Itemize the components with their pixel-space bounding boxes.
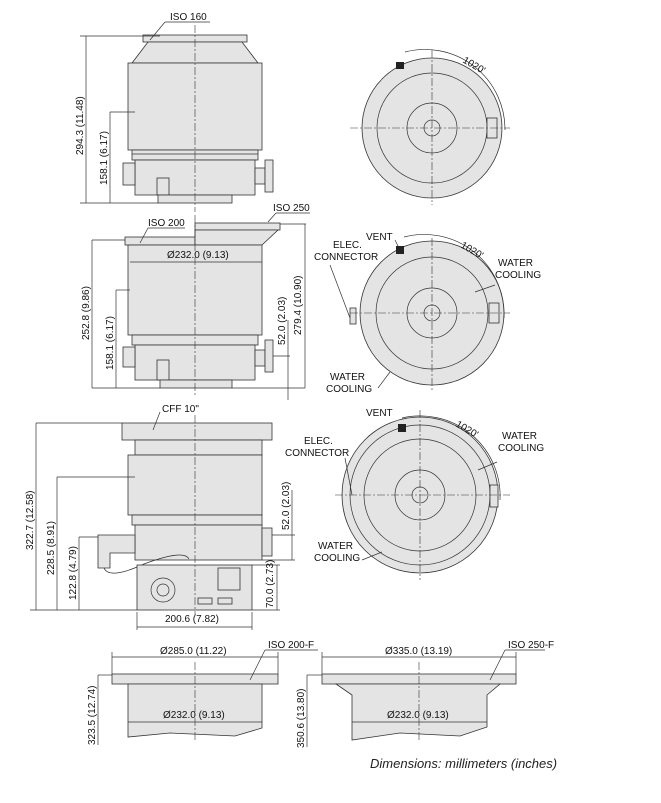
dimension-label: 52.0 (2.03) — [277, 297, 288, 345]
dimension-label: 158.1 (6.17) — [99, 131, 110, 185]
flange-label: ISO 250-F — [508, 640, 554, 651]
elec-connector-label: CONNECTOR — [285, 448, 349, 459]
dimension-label: 200.6 (7.82) — [165, 614, 219, 625]
dimension-label: 323.5 (12.74) — [87, 686, 98, 746]
pump-side-view-cff10: CFF 10" 322.7 (12.58) 228.5 (8.91) 122.8… — [25, 404, 295, 630]
flange-iso250f: ISO 250-F Ø335.0 (13.19) Ø232.0 (9.13) 3… — [296, 640, 554, 748]
flange-label-right: ISO 250 — [273, 203, 310, 214]
diameter-label: Ø232.0 (9.13) — [387, 710, 449, 721]
pump-side-view-iso200-250: ISO 200 ISO 250 Ø232.0 (9.13) 252.8 (9.8… — [81, 203, 310, 400]
vent-label: VENT — [366, 408, 393, 419]
water-cooling-label: COOLING — [495, 270, 541, 281]
water-cooling-label: COOLING — [326, 384, 372, 395]
water-cooling-label: COOLING — [498, 443, 544, 454]
elec-connector-label: CONNECTOR — [314, 252, 378, 263]
dimension-label: 279.4 (10.90) — [293, 276, 304, 336]
dimension-label: 158.1 (6.17) — [105, 316, 116, 370]
water-cooling-label: COOLING — [314, 553, 360, 564]
dimension-label: 52.0 (2.03) — [281, 482, 292, 530]
flange-label: ISO 160 — [170, 12, 207, 23]
water-cooling-label: WATER — [498, 258, 533, 269]
dimension-label: 228.5 (8.91) — [46, 521, 57, 575]
top-view-1: 1020' — [350, 49, 510, 205]
elec-connector-label: ELEC. — [304, 436, 333, 447]
pump-side-view-iso160: ISO 160 294.3 (11.48) 158.1 (6.17) — [75, 12, 274, 212]
diameter-label: Ø232.0 (9.13) — [167, 250, 229, 261]
dimension-label: 350.6 (13.80) — [296, 689, 307, 749]
flange-label: CFF 10" — [162, 404, 199, 415]
units-caption: Dimensions: millimeters (inches) — [370, 756, 557, 771]
water-cooling-label: WATER — [330, 372, 365, 383]
diameter-label: Ø285.0 (11.22) — [160, 646, 227, 657]
water-cooling-label: WATER — [502, 431, 537, 442]
dimension-label: 70.0 (2.73) — [265, 560, 276, 608]
diameter-label: Ø335.0 (13.19) — [385, 646, 452, 657]
flange-iso200f: ISO 200-F Ø285.0 (11.22) Ø232.0 (9.13) 3… — [87, 640, 318, 745]
water-cooling-label: WATER — [318, 541, 353, 552]
elec-connector-label: ELEC. — [333, 240, 362, 251]
dimension-label: 322.7 (12.58) — [25, 491, 36, 551]
top-view-2: 1020' VENT ELEC. CONNECTOR WATER COOLING… — [314, 232, 541, 395]
diameter-label: Ø232.0 (9.13) — [163, 710, 225, 721]
flange-label: ISO 200-F — [268, 640, 314, 651]
dimension-label: 122.8 (4.79) — [68, 546, 79, 600]
vent-label: VENT — [366, 232, 393, 243]
flange-label-left: ISO 200 — [148, 218, 185, 229]
top-view-3: 1020' VENT ELEC. CONNECTOR WATER COOLING… — [285, 408, 544, 580]
dimension-label: 252.8 (9.86) — [81, 286, 92, 340]
dimension-label: 294.3 (11.48) — [75, 96, 86, 155]
